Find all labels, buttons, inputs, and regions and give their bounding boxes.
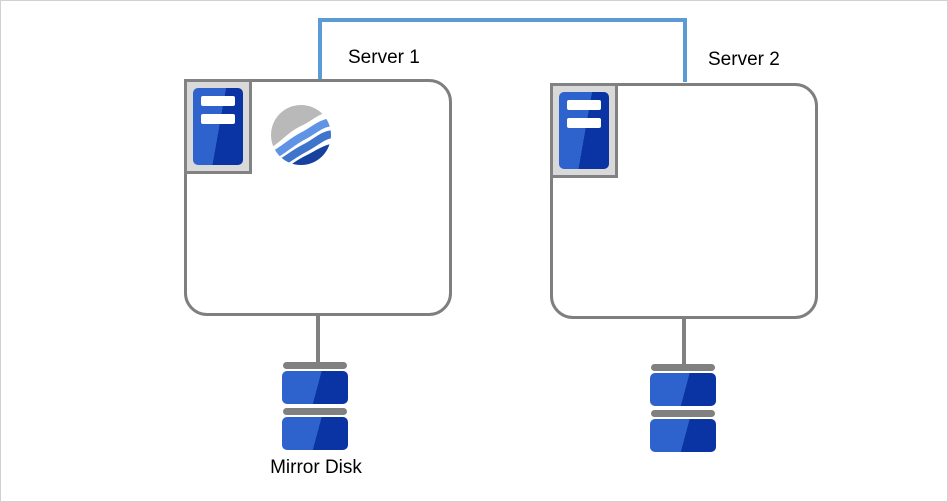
disk-cap: [283, 408, 347, 415]
disk-cap: [651, 364, 715, 371]
server-tower-icon: [184, 79, 252, 174]
disk-connector-line: [682, 317, 686, 365]
wave-globe-icon: [271, 105, 331, 165]
disk-stack-icon: [650, 364, 716, 452]
server-interconnect-line: [318, 18, 687, 82]
disk-platter: [650, 373, 716, 406]
tower-slot: [567, 118, 601, 128]
server-tower-body: [193, 88, 243, 165]
disk-connector-line: [316, 314, 320, 363]
server2-label: Server 2: [708, 49, 780, 70]
disk-platter: [282, 371, 348, 404]
tower-slot: [201, 96, 235, 106]
server-tower-body: [559, 92, 609, 169]
tower-slot: [567, 100, 601, 110]
tower-slot: [201, 114, 235, 124]
server1-label: Server 1: [348, 47, 420, 68]
disk-cap: [283, 362, 347, 369]
server-tower-icon: [550, 83, 618, 178]
disk-stack-icon: [282, 362, 348, 450]
disk-cap: [651, 410, 715, 417]
disk-platter: [282, 417, 348, 450]
disk-platter: [650, 419, 716, 452]
mirror-disk-label: Mirror Disk: [270, 457, 362, 478]
